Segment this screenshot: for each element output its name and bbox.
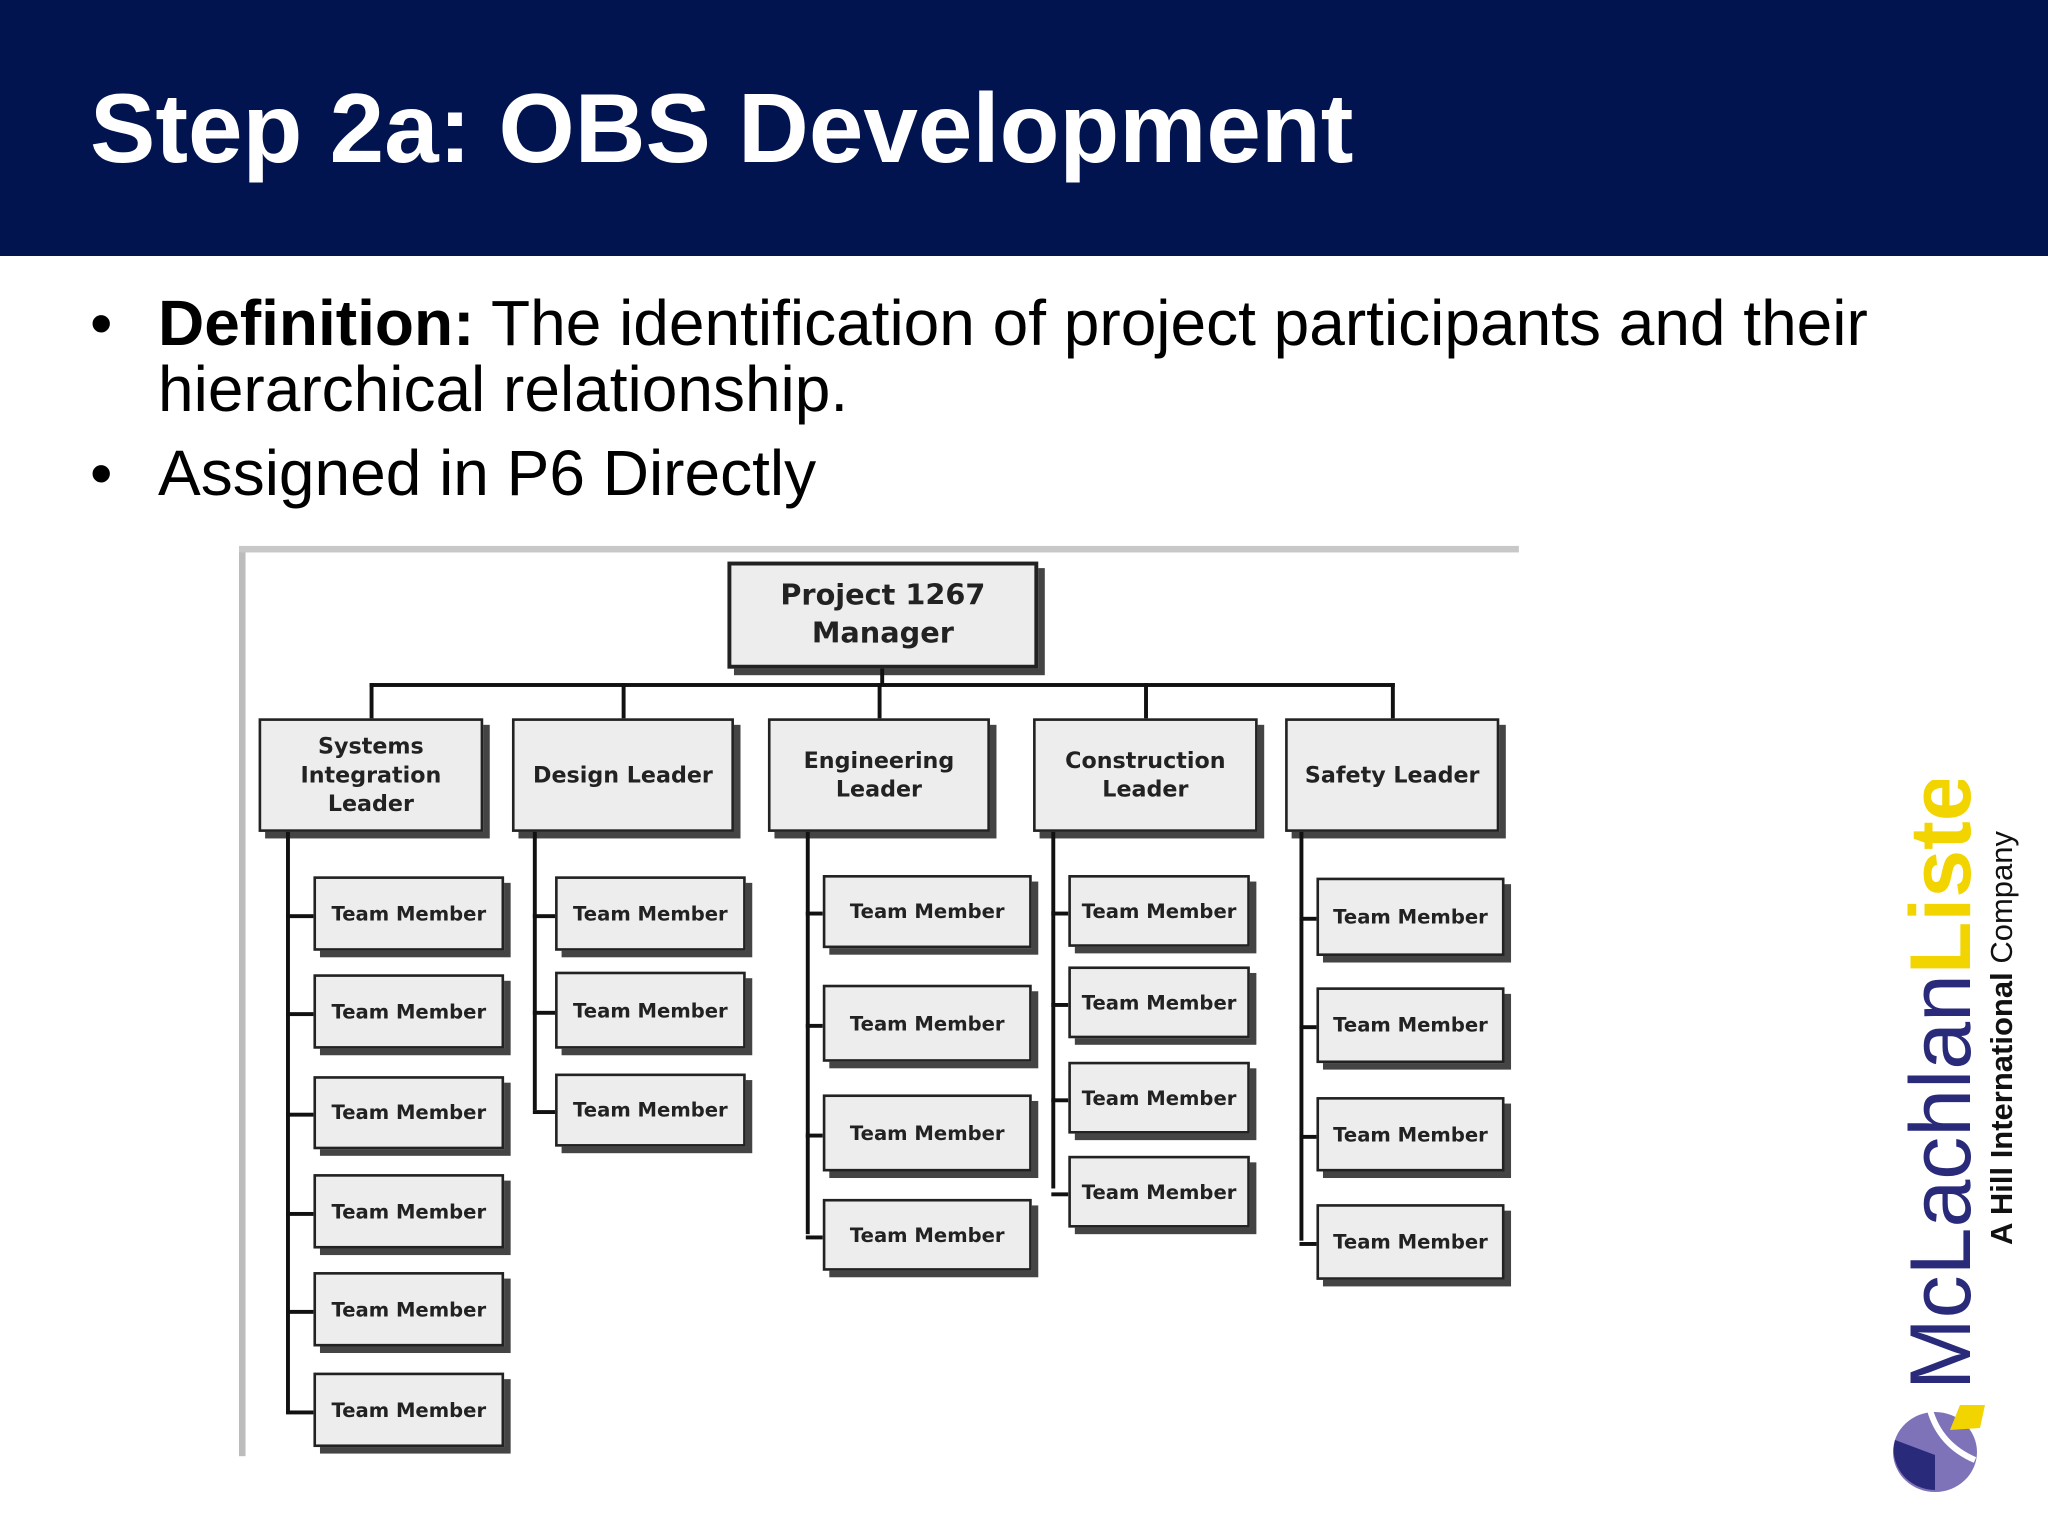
slide-header: Step 2a: OBS Development — [0, 0, 2048, 256]
team-member-box: Team Member — [313, 1076, 505, 1150]
bullet-definition: • Definition: The identification of proj… — [90, 287, 1878, 425]
connector-line — [1299, 831, 1304, 1241]
connector-line — [286, 1409, 314, 1414]
image-frame — [238, 548, 246, 1457]
connector-line — [877, 683, 882, 720]
team-member-box: Team Member — [1316, 1097, 1505, 1172]
connector-line — [1299, 1025, 1317, 1030]
connector-line — [1051, 1191, 1069, 1196]
connector-line — [286, 1211, 314, 1216]
connector-line — [286, 913, 314, 918]
connector-line — [1299, 1134, 1317, 1139]
team-member-box: Team Member — [555, 971, 746, 1049]
connector-line — [286, 831, 290, 1411]
connector-line — [805, 1234, 823, 1239]
logo-tagline: A Hill International Company — [1984, 831, 2019, 1245]
connector-line — [805, 1023, 823, 1028]
team-member-box: Team Member — [555, 1073, 746, 1147]
leader-box: Construction Leader — [1033, 718, 1258, 832]
connector-line — [532, 831, 537, 1111]
connector-line — [1299, 1242, 1317, 1246]
team-member-box: Team Member — [1316, 987, 1505, 1064]
root-box: Project 1267 Manager — [727, 561, 1039, 669]
connector-line — [369, 683, 1395, 687]
leader-box: Safety Leader — [1285, 718, 1500, 832]
connector-line — [1051, 1097, 1069, 1102]
logo-text: McLachlanLister — [1893, 780, 1989, 1390]
connector-line — [805, 911, 823, 916]
connector-line — [286, 1112, 314, 1117]
connector-line — [286, 1011, 314, 1016]
bullet-text: Assigned in P6 Directly — [158, 437, 817, 509]
connector-line — [532, 1110, 556, 1115]
connector-line — [805, 831, 810, 1235]
connector-line — [532, 913, 556, 918]
connector-line — [1051, 831, 1056, 1189]
team-member-box: Team Member — [313, 876, 505, 951]
bullet-assigned: • Assigned in P6 Directly — [90, 437, 1878, 509]
bullet-bold: Definition: — [158, 287, 475, 359]
company-logo: McLachlanLister A Hill International Com… — [1890, 740, 2030, 1500]
team-member-box: Team Member — [822, 984, 1032, 1062]
connector-line — [880, 668, 885, 686]
connector-line — [805, 1132, 823, 1137]
team-member-box: Team Member — [313, 1272, 505, 1347]
team-member-box: Team Member — [1068, 1155, 1250, 1228]
team-member-box: Team Member — [822, 1198, 1032, 1271]
team-member-box: Team Member — [1068, 966, 1250, 1039]
connector-line — [1051, 910, 1069, 915]
logo-mark-icon — [1893, 1405, 1985, 1492]
team-member-box: Team Member — [555, 876, 746, 951]
team-member-box: Team Member — [313, 974, 505, 1049]
leader-box: Design Leader — [511, 718, 734, 832]
connector-line — [621, 683, 626, 720]
team-member-box: Team Member — [1316, 1204, 1505, 1280]
team-member-box: Team Member — [1316, 877, 1505, 956]
team-member-box: Team Member — [313, 1372, 505, 1448]
team-member-box: Team Member — [1068, 875, 1250, 947]
image-frame — [238, 545, 1519, 553]
team-member-box: Team Member — [822, 875, 1032, 949]
connector-line — [1390, 683, 1395, 720]
connector-line — [1051, 1002, 1069, 1007]
leader-box: Systems Integration Leader — [258, 718, 484, 832]
bullet-dot: • — [90, 437, 113, 509]
bullet-text: The identification of project participan… — [158, 287, 1868, 425]
connector-line — [369, 683, 374, 720]
connector-line — [1299, 916, 1317, 921]
team-member-box: Team Member — [313, 1174, 505, 1249]
leader-box: Engineering Leader — [767, 718, 990, 832]
connector-line — [532, 1010, 556, 1015]
connector-line — [286, 1309, 314, 1314]
team-member-box: Team Member — [1068, 1061, 1250, 1134]
connector-line — [1144, 683, 1148, 720]
bullet-dot: • — [90, 287, 113, 359]
slide-title: Step 2a: OBS Development — [90, 73, 1354, 183]
team-member-box: Team Member — [822, 1094, 1032, 1172]
